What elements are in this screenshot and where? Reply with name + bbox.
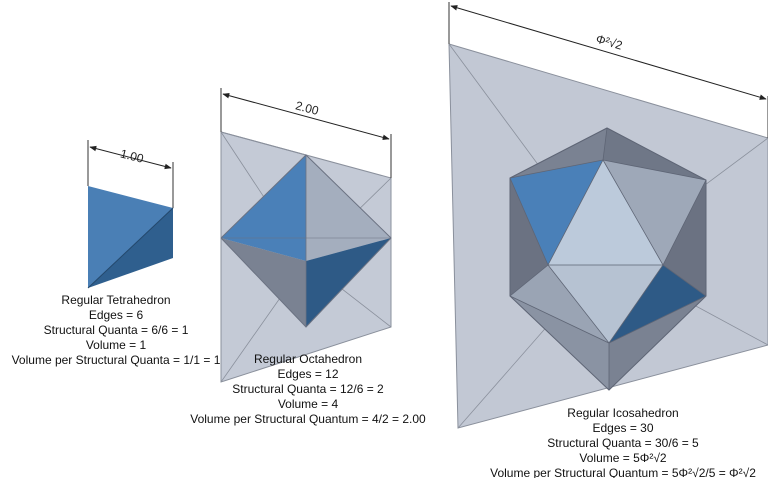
icosa-per-quanta: Volume per Structural Quantum = 5Φ²√2/5 …	[490, 466, 756, 478]
icosa-face-lower-left	[510, 265, 609, 343]
tetra-edges: Edges = 6	[88, 308, 144, 322]
tetrahedron-caption: Regular Tetrahedron Edges = 6 Structural…	[0, 293, 232, 368]
icosa-edges: Edges = 30	[592, 421, 654, 435]
octa-edges: Edges = 12	[277, 367, 339, 381]
tetra-dimension-label: 1.00	[119, 147, 145, 166]
icosa-face-dark-blue	[609, 265, 706, 343]
icosa-face-right	[663, 180, 706, 296]
icosahedron-caption: Regular Icosahedron Edges = 30 Structura…	[478, 406, 768, 478]
icosa-face-blue	[510, 160, 603, 265]
icosa-volume: Volume = 5Φ²√2	[579, 451, 667, 465]
octa-face-top-left	[221, 155, 306, 261]
octa-per-quanta: Volume per Structural Quantum = 4/2 = 2.…	[190, 412, 426, 426]
tetra-name: Regular Tetrahedron	[61, 293, 171, 307]
icosa-quanta: Structural Quanta = 30/6 = 5	[547, 436, 699, 450]
icosa-face-lower-center	[548, 265, 663, 343]
icosahedron-figure	[448, 43, 768, 429]
octahedron-caption: Regular Octahedron Edges = 12 Structural…	[190, 352, 426, 427]
octa-dimension: 2.00	[220, 88, 392, 178]
tetrahedron-figure	[87, 186, 174, 289]
octa-name: Regular Octahedron	[253, 352, 363, 366]
tetra-back-face	[88, 186, 173, 288]
octa-quanta: Structural Quanta = 12/6 = 2	[232, 382, 384, 396]
tetra-quanta: Structural Quanta = 6/6 = 1	[43, 323, 189, 337]
icosa-face-center	[548, 160, 663, 265]
octahedron-figure	[220, 131, 392, 383]
octa-volume: Volume = 4	[277, 397, 339, 411]
tetra-volume: Volume = 1	[85, 338, 147, 352]
octa-face-top-right	[306, 155, 391, 261]
icosa-face-left	[510, 178, 548, 296]
tetra-dimension: 1.00	[87, 140, 174, 208]
octa-dimension-label: 2.00	[294, 98, 320, 118]
icosa-face-upper-right	[603, 160, 706, 265]
icosa-name: Regular Icosahedron	[567, 406, 679, 420]
tetra-per-quanta: Volume per Structural Quanta = 1/1 = 1	[11, 353, 221, 367]
